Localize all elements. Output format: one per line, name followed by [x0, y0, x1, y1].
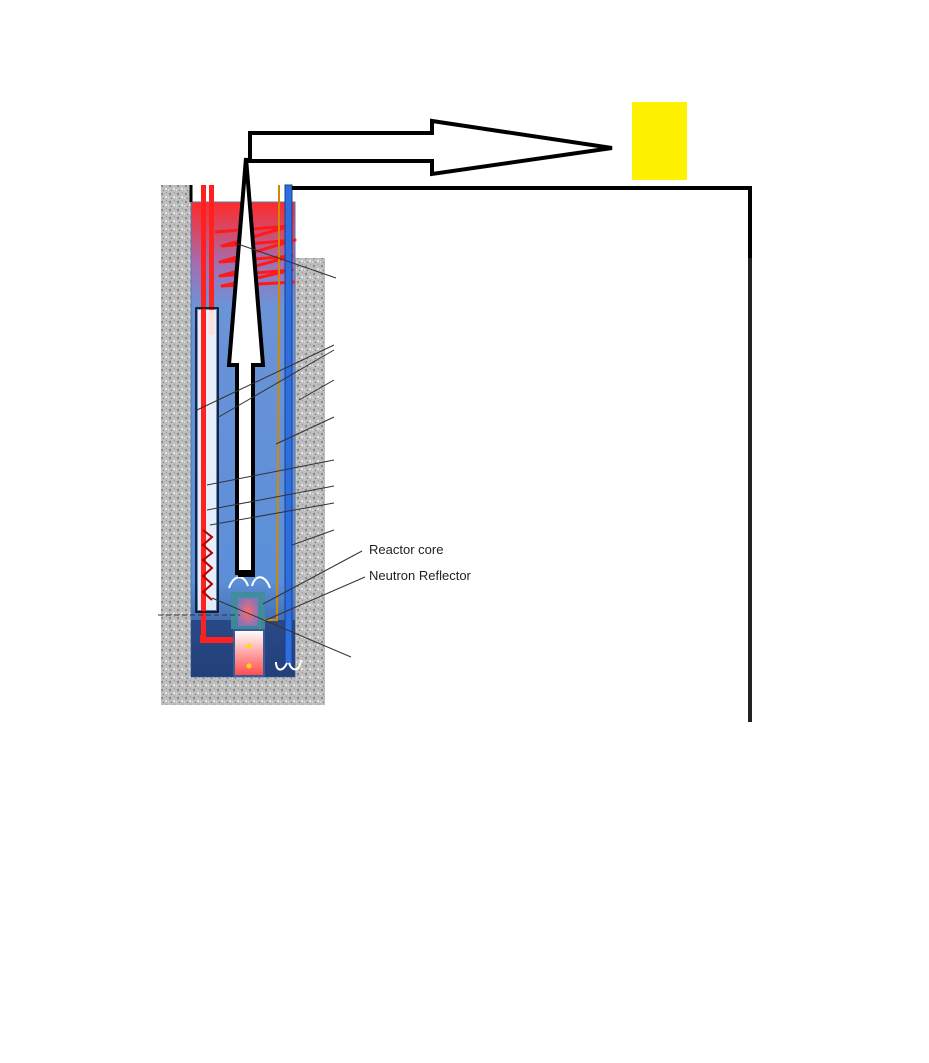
cold-leg-pipe [284, 184, 293, 666]
downcomer-tube [195, 307, 219, 613]
neutron-reflector-label: Neutron Reflector [369, 568, 471, 583]
heater-coil [201, 529, 214, 601]
flow-arrows [228, 576, 302, 671]
leader-lines [196, 242, 366, 658]
reactor-core-label: Reactor core [369, 542, 444, 557]
heat-output-arrow [226, 118, 613, 577]
power-output-block [632, 102, 687, 180]
reactor-core-assembly [231, 592, 265, 677]
bedrock [161, 185, 325, 705]
building-outline [189, 185, 752, 722]
